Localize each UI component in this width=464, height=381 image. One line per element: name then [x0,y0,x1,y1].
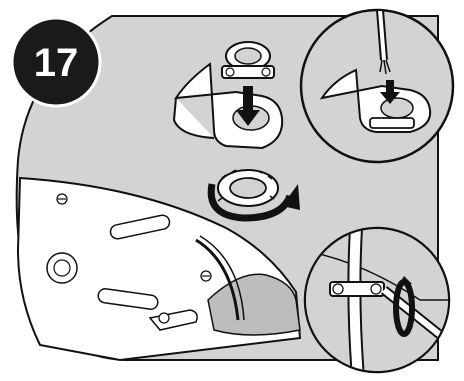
lock-nut [218,170,278,206]
step-number: 17 [34,41,79,85]
strain-relief-clamp [222,42,274,78]
screw-icon [201,271,211,281]
step-badge: 17 [12,18,100,106]
strain-relief-clamp [330,282,384,296]
inset-cable-insertion [301,10,453,162]
screw-icon [57,194,67,204]
